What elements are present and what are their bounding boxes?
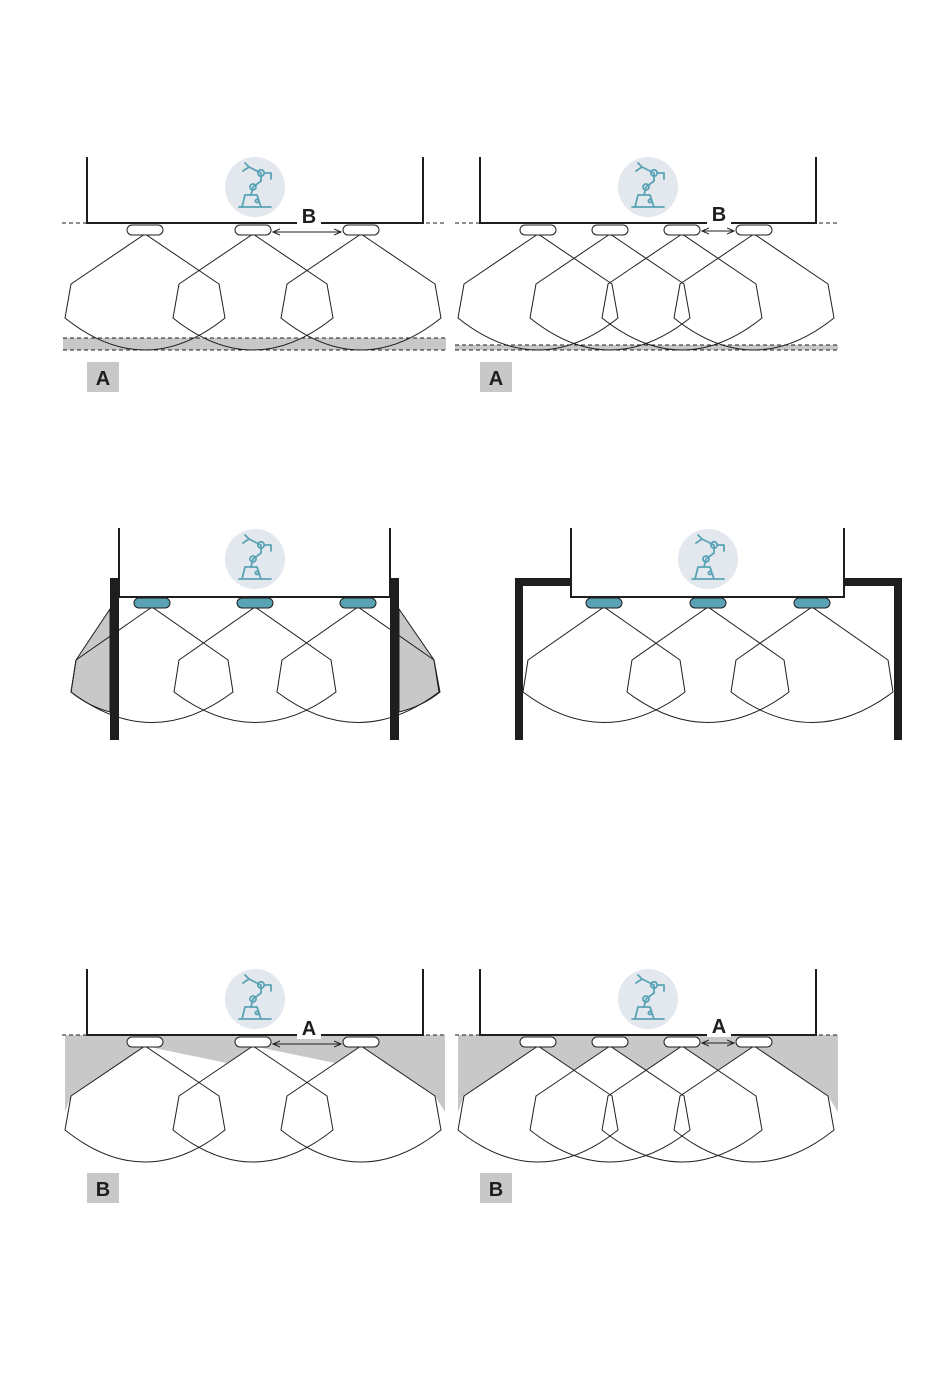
sensor-active — [134, 598, 376, 608]
panel-top-left: B A — [62, 157, 446, 392]
shade-strip — [455, 345, 838, 350]
badge-label: B — [96, 1179, 110, 1201]
sensor-active — [586, 598, 830, 608]
spacing-label: A — [302, 1018, 316, 1040]
robot-arm-icon — [618, 969, 678, 1029]
robot-arm-icon — [225, 157, 285, 217]
badge-label: A — [96, 368, 110, 390]
spacing-label: B — [712, 204, 726, 226]
robot-arm-icon — [618, 157, 678, 217]
spacing-label: A — [712, 1016, 726, 1038]
panel-bottom-right: A B — [455, 969, 838, 1203]
panel-top-right: B A — [455, 157, 838, 392]
coverage-zone — [458, 234, 834, 350]
badge-label: B — [489, 1179, 503, 1201]
panel-middle-right — [519, 528, 898, 740]
panel-middle-left — [71, 528, 440, 740]
shaded-blind-area — [458, 1035, 838, 1112]
coverage-zone — [65, 234, 441, 350]
shade-strip — [63, 338, 446, 350]
coverage-zone — [523, 607, 893, 723]
robot-arm-icon — [678, 529, 738, 589]
badge-label: A — [489, 368, 503, 390]
robot-arm-icon — [225, 529, 285, 589]
fence-post-left — [110, 578, 119, 740]
sensor — [127, 225, 379, 235]
fence-post-right — [390, 578, 399, 740]
spacing-label: B — [302, 206, 316, 228]
sensor — [520, 225, 772, 235]
coverage-zone — [71, 607, 439, 723]
panel-bottom-left: A B — [62, 969, 446, 1203]
coverage-zone — [65, 1046, 441, 1162]
robot-arm-icon — [225, 969, 285, 1029]
